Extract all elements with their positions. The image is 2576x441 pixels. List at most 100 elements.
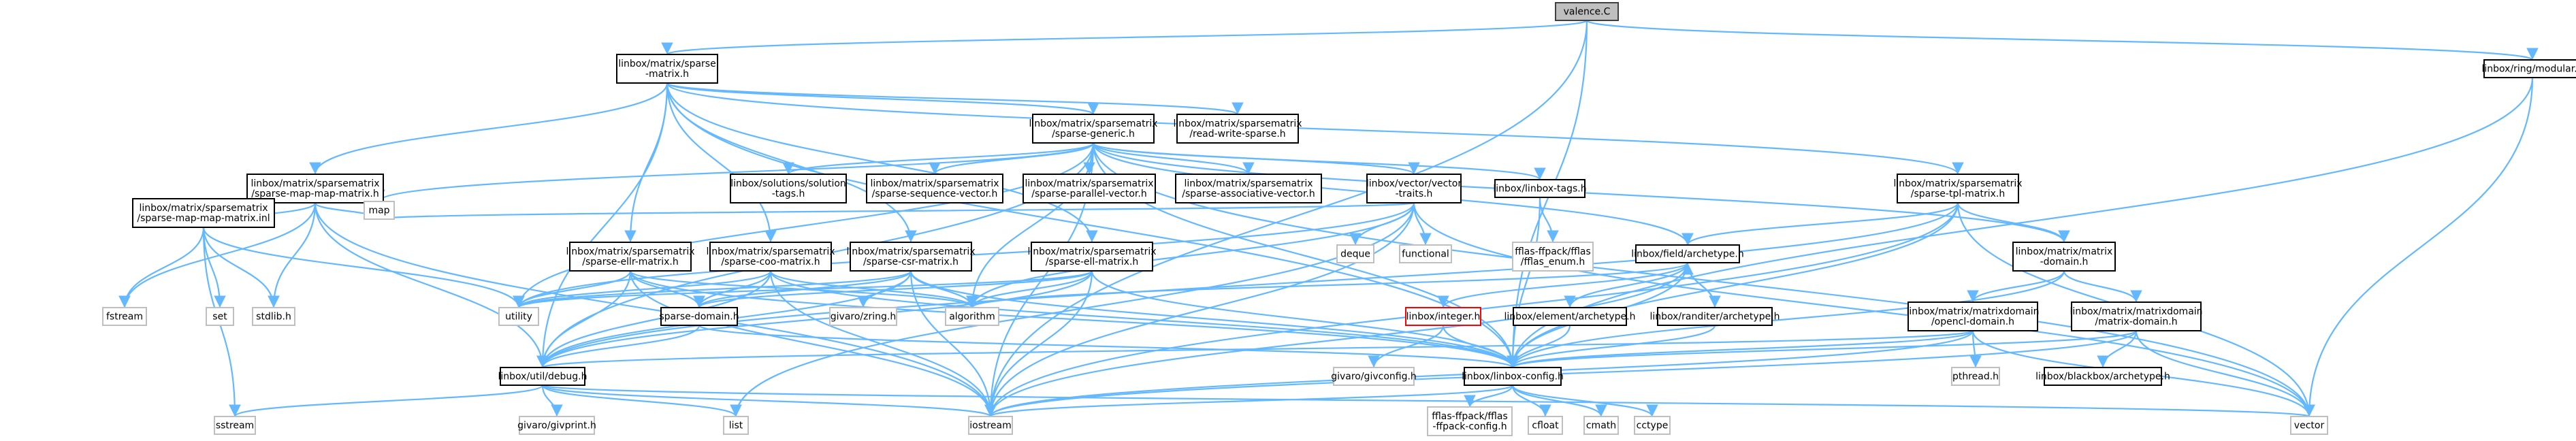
node-linbox-matrix-sparse-matrix-h[interactable]: linbox/matrix/sparse-matrix.h [616, 54, 718, 84]
node-iostream[interactable]: iostream [968, 416, 1013, 435]
node-box [1907, 301, 2038, 331]
node-box [1897, 174, 2019, 203]
node-label: /sparse-ellr-matrix.h [582, 257, 678, 267]
node-box [252, 307, 295, 326]
node-list[interactable]: list [723, 416, 749, 435]
node-pthread-h[interactable]: pthread.h [1951, 367, 2000, 386]
node-label: linbox/matrix/sparsematrix [1027, 246, 1156, 257]
node-linbox-util-debug-h[interactable]: linbox/util/debug.h [498, 367, 587, 386]
node-sstream[interactable]: sstream [214, 416, 256, 435]
node-linbox-field-archetype-h[interactable]: linbox/field/archetype.h [1631, 244, 1744, 263]
node-linbox-matrix-sparsematrix-sparse-coo-matrix-h[interactable]: linbox/matrix/sparsematrix/sparse-coo-ma… [706, 242, 835, 272]
node-linbox-matrix-sparsematrix-sparse-generic-h[interactable]: linbox/matrix/sparsematrix/sparse-generi… [1029, 114, 1158, 144]
edge-vector_traits-to-list [730, 202, 1415, 417]
node-linbox-vector-vector-traits-h[interactable]: linbox/vector/vector-traits.h [1366, 174, 1462, 203]
node-label: linbox/linbox-config.h [1462, 372, 1564, 382]
edge-vector_traits-to-vector [1413, 202, 2315, 417]
edge-sp_generic-to-algorithm [966, 142, 1095, 308]
node-label: linbox/util/debug.h [498, 372, 587, 382]
node-label: /sparse-map-map-matrix.inl [137, 213, 270, 224]
node-linbox-blackbox-archetype-h[interactable]: linbox/blackbox/archetype.h [2035, 367, 2170, 386]
node-linbox-matrix-sparsematrix-sparse-associative-vector-h[interactable]: linbox/matrix/sparsematrix/sparse-associ… [1175, 174, 1322, 203]
node-linbox-matrix-sparsematrix-sparse-sequence-vector-h[interactable]: linbox/matrix/sparsematrix/sparse-sequen… [866, 174, 1003, 203]
graph-edges [118, 19, 2538, 418]
node-functional[interactable]: functional [1399, 244, 1452, 263]
node-fstream[interactable]: fstream [102, 307, 147, 326]
edge-util_debug-to-sstream [229, 384, 544, 418]
node-linbox-ring-modular-h[interactable]: linbox/ring/modular.h [2481, 59, 2576, 78]
node-sparse-domain-h[interactable]: sparse-domain.h [659, 307, 739, 326]
node-label: /opencl-domain.h [1931, 316, 2014, 327]
node-linbox-matrix-sparsematrix-sparse-csr-matrix-h[interactable]: linbox/matrix/sparsematrix/sparse-csr-ma… [846, 242, 976, 272]
node-label: functional [1402, 249, 1449, 260]
node-utility[interactable]: utility [498, 307, 539, 326]
node-linbox-matrix-sparsematrix-sparse-map-map-matrix-inl[interactable]: linbox/matrix/sparsematrix/sparse-map-ma… [132, 198, 275, 228]
node-cmath[interactable]: cmath [1583, 416, 1619, 435]
node-linbox-linbox-config-h[interactable]: linbox/linbox-config.h [1462, 367, 1564, 386]
node-label: linbox/solutions/solution [730, 178, 846, 189]
node-fflas-ffpack-fflas-fflas-enum-h[interactable]: fflas-ffpack/fflas/fflas_enum.h [1512, 242, 1594, 272]
node-linbox-matrix-sparsematrix-read-write-sparse-h[interactable]: linbox/matrix/sparsematrix/read-write-sp… [1173, 114, 1302, 144]
edge-sp_map_map-to-util_debug [314, 202, 549, 368]
node-label: fflas-ffpack/fflas [1515, 246, 1591, 257]
edge-sp_coo-to-utility [513, 270, 772, 308]
node-box [1513, 307, 1627, 326]
node-linbox-matrix-matrixdomain-matrix-domain-h[interactable]: linbox/matrix/matrixdomain/matrix-domain… [2070, 301, 2203, 331]
node-linbox-element-archetype-h[interactable]: linbox/element/archetype.h [1504, 307, 1636, 326]
node-linbox-linbox-tags-h[interactable]: linbox/linbox-tags.h [1493, 179, 1587, 198]
node-linbox-matrix-sparsematrix-sparse-parallel-vector-h[interactable]: linbox/matrix/sparsematrix/sparse-parall… [1023, 174, 1156, 203]
edge-sp_tpl-to-field_arch [1681, 202, 1959, 246]
node-label: cctype [1637, 421, 1669, 431]
edge-linbox_config-to-cmath [1511, 385, 1607, 417]
node-cfloat[interactable]: cfloat [1528, 416, 1563, 435]
node-cctype[interactable]: cctype [1634, 416, 1671, 435]
node-label: linbox/matrix/sparsematrix [139, 203, 268, 214]
node-box [2483, 59, 2576, 78]
node-label: -ffpack-config.h [1432, 421, 1507, 432]
node-box [1176, 114, 1299, 144]
node-deque[interactable]: deque [1336, 244, 1374, 263]
node-box [1427, 406, 1513, 436]
node-label: linbox/matrix/sparsematrix [846, 246, 975, 257]
node-label: linbox/matrix/sparse [618, 59, 715, 69]
node-algorithm[interactable]: algorithm [945, 307, 999, 326]
node-linbox-matrix-sparsematrix-sparse-ellr-matrix-h[interactable]: linbox/matrix/sparsematrix/sparse-ellr-m… [566, 242, 695, 272]
edge-opencl_domain-to-util_debug [537, 329, 1974, 369]
edge-field_arch-to-iostream [984, 262, 1689, 417]
node-box [132, 198, 275, 228]
node-set[interactable]: set [206, 307, 234, 326]
node-label: linbox/ring/modular.h [2481, 64, 2576, 75]
node-linbox-matrix-matrix-domain-h[interactable]: linbox/matrix/matrix-domain.h [2012, 242, 2116, 272]
node-givaro-zring-h[interactable]: givaro/zring.h [829, 307, 897, 326]
node-label: /sparse-csr-matrix.h [863, 257, 959, 267]
edge-util_debug-to-vector [541, 384, 2314, 418]
edge-sp_map_map_inl-to-fstream [118, 227, 205, 308]
node-box [945, 307, 999, 326]
node-linbox-integer-h[interactable]: linbox/integer.h [1405, 307, 1481, 326]
node-linbox-randiter-archetype-h[interactable]: linbox/randiter/archetype.h [1649, 307, 1780, 326]
node-label: cfloat [1532, 421, 1559, 431]
node-stdlib-h[interactable]: stdlib.h [252, 307, 295, 326]
node-box [730, 174, 847, 203]
node-linbox-matrix-matrixdomain-opencl-domain-h[interactable]: linbox/matrix/matrixdomain/opencl-domain… [1906, 301, 2040, 331]
node-valence-c[interactable]: valence.C [1555, 2, 1619, 21]
node-box [829, 307, 897, 326]
node-linbox-matrix-sparsematrix-sparse-tpl-matrix-h[interactable]: linbox/matrix/sparsematrix/sparse-tpl-ma… [1893, 174, 2023, 203]
edge-sp_csr-to-linbox_config [909, 270, 1519, 368]
node-linbox-matrix-sparsematrix-sparse-ell-matrix-h[interactable]: linbox/matrix/sparsematrix/sparse-ell-ma… [1027, 242, 1157, 272]
node-vector[interactable]: vector [2290, 416, 2328, 435]
edge-sparse_matrix-to-sp_map_map [309, 82, 669, 175]
node-box [850, 242, 972, 272]
node-fflas-ffpack-fflas-ffpack-config-h[interactable]: fflas-ffpack/fflas-ffpack-config.h [1427, 406, 1513, 436]
edge-sp_map_map-to-stdlib [268, 202, 317, 308]
edge-sp_ell-to-util_debug [536, 270, 1093, 368]
edge-opencl_domain-to-linbox_config [1507, 329, 1974, 369]
node-map[interactable]: map [364, 201, 395, 220]
edge-opencl_domain-to-pthread [1969, 330, 1982, 368]
node-linbox-solutions-solution-tags-h[interactable]: linbox/solutions/solution-tags.h [730, 174, 847, 203]
node-givaro-givprint-h[interactable]: givaro/givprint.h [517, 416, 596, 435]
edge-randiter_arch-to-field_arch [1681, 262, 1716, 308]
node-box [1175, 174, 1322, 203]
node-label: linbox/matrix/matrix [2016, 246, 2113, 257]
node-givaro-givconfig-h[interactable]: givaro/givconfig.h [1331, 367, 1417, 386]
